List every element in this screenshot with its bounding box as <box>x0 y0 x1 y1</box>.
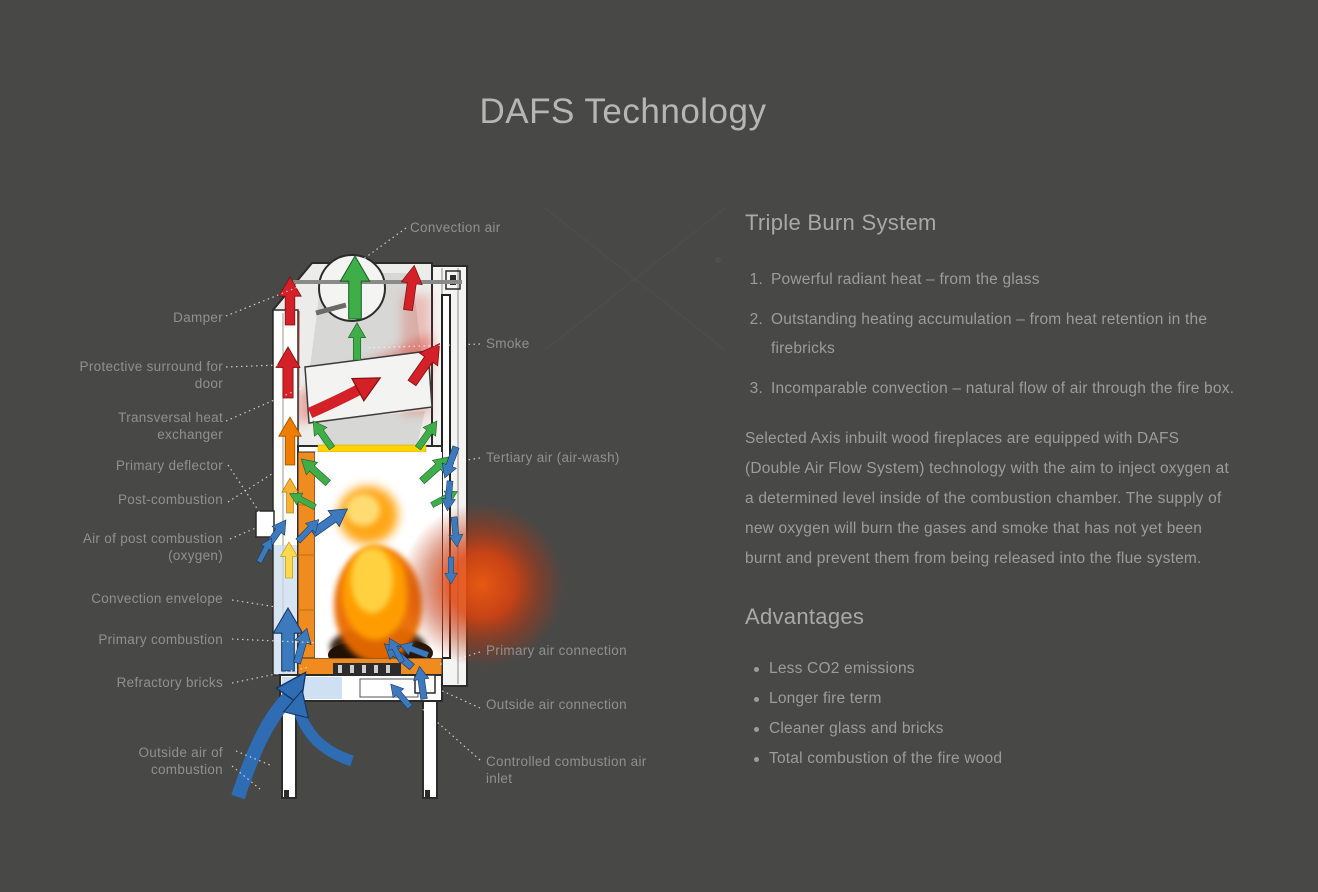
list-item-number: 3. <box>749 380 763 397</box>
content-panel: Triple Burn System 1. Powerful radiant h… <box>745 210 1237 774</box>
section-heading-triple-burn: Triple Burn System <box>745 210 937 235</box>
bullet-dot <box>754 757 759 762</box>
bullet-dot <box>754 697 759 702</box>
fireplace-cutaway-illustration <box>225 227 564 800</box>
label-protective-surround: Protective surround for door <box>79 359 223 391</box>
list-item-text: Longer fire term <box>769 690 882 707</box>
list-item-number: 1. <box>749 271 763 288</box>
list-item: Cleaner glass and bricks <box>745 714 1237 744</box>
list-item-text: Total combustion of the fire wood <box>769 750 1003 767</box>
leader-lines <box>225 227 481 790</box>
flames <box>328 486 433 658</box>
label-convection-envelope: Convection envelope <box>91 591 223 606</box>
list-item-text: Cleaner glass and bricks <box>769 720 944 737</box>
list-item-text: Incomparable convection – natural flow o… <box>771 380 1235 397</box>
label-outside-air-of-combustion: Outside air of combustion <box>138 745 223 777</box>
grate <box>333 663 401 675</box>
combustion-air-arrows <box>231 444 465 800</box>
label-refractory-bricks: Refractory bricks <box>116 675 223 690</box>
triple-burn-list: 1. Powerful radiant heat – from the glas… <box>745 265 1237 403</box>
label-controlled-combustion-air-inlet: Controlled combustion air inlet <box>486 754 647 786</box>
list-item: Longer fire term <box>745 684 1237 714</box>
label-primary-combustion: Primary combustion <box>98 632 223 647</box>
list-item-text: Less CO2 emissions <box>769 660 915 677</box>
label-outside-air-connection: Outside air connection <box>486 697 627 712</box>
section-heading-advantages: Advantages <box>745 604 865 629</box>
fireplace-diagram: Convection air Damper Protective surroun… <box>60 215 710 855</box>
bullet-dot <box>754 667 759 672</box>
list-item: 2. Outstanding heating accumulation – fr… <box>745 305 1237 363</box>
label-damper: Damper <box>173 310 223 325</box>
radiant-heat-glow <box>400 503 564 667</box>
label-smoke: Smoke <box>486 336 530 351</box>
list-item: 3. Incomparable convection – natural flo… <box>745 374 1237 403</box>
list-item: Total combustion of the fire wood <box>745 744 1237 774</box>
list-item-number: 2. <box>749 311 763 328</box>
background-cross-decoration <box>544 207 726 351</box>
label-primary-deflector: Primary deflector <box>115 458 223 473</box>
dafs-description: Selected Axis inbuilt wood fireplaces ar… <box>745 430 1229 567</box>
label-convection-air: Convection air <box>410 220 501 235</box>
page-title: DAFS Technology <box>479 92 767 131</box>
label-post-combustion: Post-combustion <box>117 492 223 507</box>
list-item: 1. Powerful radiant heat – from the glas… <box>745 265 1237 294</box>
label-tertiary-air: Tertiary air (air-wash) <box>486 450 620 465</box>
list-item: Less CO2 emissions <box>745 654 1237 684</box>
label-primary-air-connection: Primary air connection <box>486 643 627 658</box>
smoke-and-heat-arrows <box>275 263 450 579</box>
advantages-list: Less CO2 emissions Longer fire term Clea… <box>745 654 1237 774</box>
list-item-text: Powerful radiant heat – from the glass <box>771 271 1040 288</box>
list-item-text: Outstanding heating accumulation – from … <box>771 311 1208 357</box>
bullet-dot <box>754 727 759 732</box>
label-transversal-heat-exchanger: Transversal heat exchanger <box>118 410 223 442</box>
label-air-of-post-combustion: Air of post combustion (oxygen) <box>82 531 223 563</box>
base-and-legs <box>279 674 443 799</box>
